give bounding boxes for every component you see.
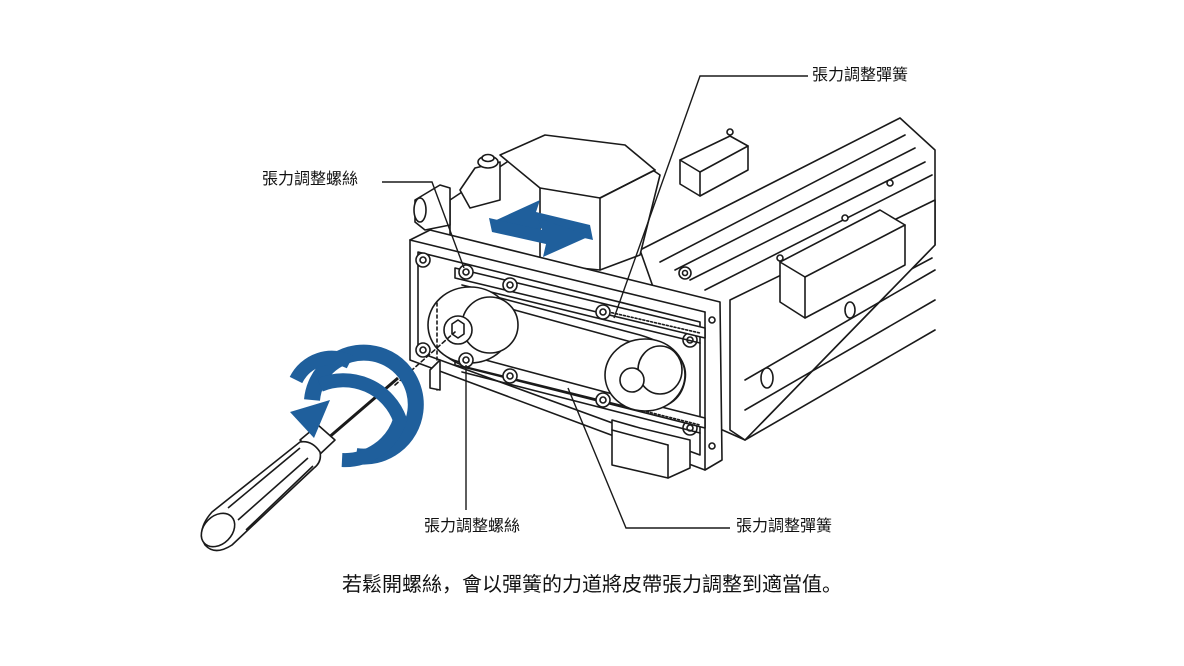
double-arrow-icon	[489, 200, 593, 257]
motor	[413, 134, 661, 271]
belt-pulleys	[427, 286, 687, 412]
leader-lines	[382, 75, 808, 529]
adjustment-screws	[458, 264, 611, 408]
rail-carriage	[636, 128, 906, 319]
tension-screw-label-bottom: 張力調整螺絲	[424, 516, 521, 535]
screwdriver-icon	[200, 376, 399, 552]
rotate-clockwise-icon	[289, 344, 424, 468]
tension-spring-label-top: 張力調整彈簧	[812, 65, 909, 84]
bottom-block	[611, 419, 691, 479]
diagram-caption: 若鬆開螺絲，會以彈簧的力道將皮帶張力調整到適當值。	[342, 572, 842, 596]
tension-spring-label-bottom: 張力調整彈簧	[736, 516, 833, 535]
tension-screw-label-left: 張力調整螺絲	[262, 169, 359, 188]
